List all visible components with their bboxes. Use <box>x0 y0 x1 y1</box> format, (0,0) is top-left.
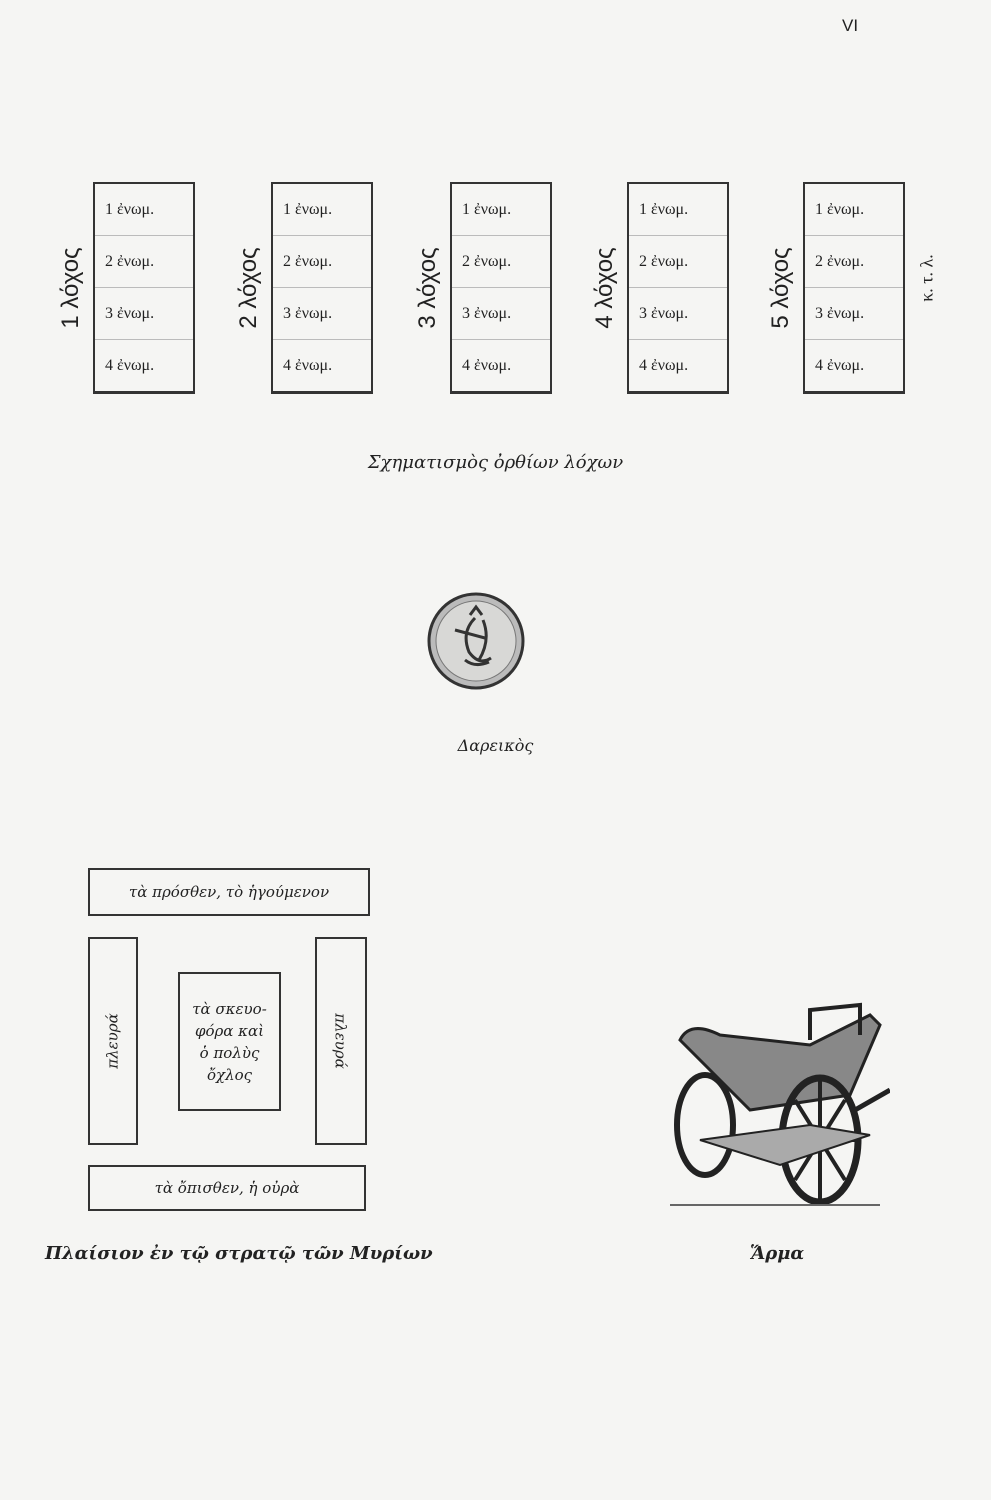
lochos-label: 4 λόχος <box>591 247 618 329</box>
enomotia-cell: 4 ἐνωμ. <box>283 357 333 374</box>
enomotia-cell: 3 ἐνωμ. <box>95 288 193 340</box>
enomotia-cell: 4 ἐνωμ. <box>462 357 512 374</box>
enomotia-cell: 3 ἐνωμ. <box>805 288 903 340</box>
formation-caption: Σχηματισμὸς ὀρθίων λόχων <box>367 452 624 473</box>
enomotia-cell: 1 ἐνωμ. <box>452 184 550 236</box>
lochos-box: 1 ἐνωμ.2 ἐνωμ.3 ἐνωμ. 4 ἐνωμ. <box>627 182 729 394</box>
enomotia-cell: 2 ἐνωμ. <box>805 236 903 288</box>
enomotia-cell: 3 ἐνωμ. <box>629 288 727 340</box>
coin-caption: Δαρεικὸς <box>457 736 534 755</box>
enomotia-cell: 1 ἐνωμ. <box>629 184 727 236</box>
left-flank-label: πλευρά <box>104 1013 123 1069</box>
chariot-caption: Ἅρμα <box>750 1243 805 1264</box>
enomotia-cell: 2 ἐνωμ. <box>629 236 727 288</box>
baggage-line: ὁ πολὺς <box>199 1043 260 1062</box>
lochos-label: 2 λόχος <box>235 247 262 329</box>
enomotia-cell: 4 ἐνωμ. <box>639 357 689 374</box>
lochos-box: 1 ἐνωμ.2 ἐνωμ.3 ἐνωμ. 4 ἐνωμ. <box>271 182 373 394</box>
etc-label: κ. τ. λ. <box>916 254 937 302</box>
baggage-box: τὰ σκευο- φόρα καὶ ὁ πολὺς ὄχλος <box>178 972 281 1111</box>
front-label: τὰ πρόσθεν, τὸ ἡγούμενον <box>128 883 330 901</box>
baggage-line: ὄχλος <box>206 1065 253 1084</box>
daric-coin-image <box>427 592 525 690</box>
lochos-box: 1 ἐνωμ.2 ἐνωμ.3 ἐνωμ. 4 ἐνωμ. <box>803 182 905 394</box>
lochos-box: 1 ἐνωμ.2 ἐνωμ.3 ἐνωμ. 4 ἐνωμ. <box>93 182 195 394</box>
lochos-label: 5 λόχος <box>767 247 794 329</box>
front-box: τὰ πρόσθεν, τὸ ἡγούμενον <box>88 868 370 916</box>
lochos-label: 1 λόχος <box>57 247 84 329</box>
enomotia-cell: 1 ἐνωμ. <box>805 184 903 236</box>
baggage-line: φόρα καὶ <box>194 1021 265 1040</box>
right-flank-label: πλευρά <box>332 1013 351 1069</box>
enomotia-cell: 3 ἐνωμ. <box>452 288 550 340</box>
enomotia-cell: 2 ἐνωμ. <box>452 236 550 288</box>
enomotia-cell: 3 ἐνωμ. <box>273 288 371 340</box>
left-flank-box: πλευρά <box>88 937 138 1145</box>
enomotia-cell: 1 ἐνωμ. <box>95 184 193 236</box>
enomotia-cell: 2 ἐνωμ. <box>273 236 371 288</box>
enomotia-cell: 2 ἐνωμ. <box>95 236 193 288</box>
rear-box: τὰ ὄπισθεν, ἡ οὐρὰ <box>88 1165 366 1211</box>
enomotia-cell: 1 ἐνωμ. <box>273 184 371 236</box>
page-number: VI <box>842 16 859 35</box>
enomotia-cell: 4 ἐνωμ. <box>815 357 865 374</box>
right-flank-box: πλευρά <box>315 937 367 1145</box>
rear-label: τὰ ὄπισθεν, ἡ οὐρὰ <box>154 1179 300 1197</box>
lochos-label: 3 λόχος <box>414 247 441 329</box>
lochos-box: 1 ἐνωμ.2 ἐνωμ.3 ἐνωμ. 4 ἐνωμ. <box>450 182 552 394</box>
enomotia-cell: 4 ἐνωμ. <box>105 357 155 374</box>
plaision-caption: Πλαίσιον ἐν τῷ στρατῷ τῶν Μυρίων <box>45 1243 433 1264</box>
baggage-line: τὰ σκευο- <box>192 999 267 1018</box>
chariot-image <box>670 1002 890 1206</box>
